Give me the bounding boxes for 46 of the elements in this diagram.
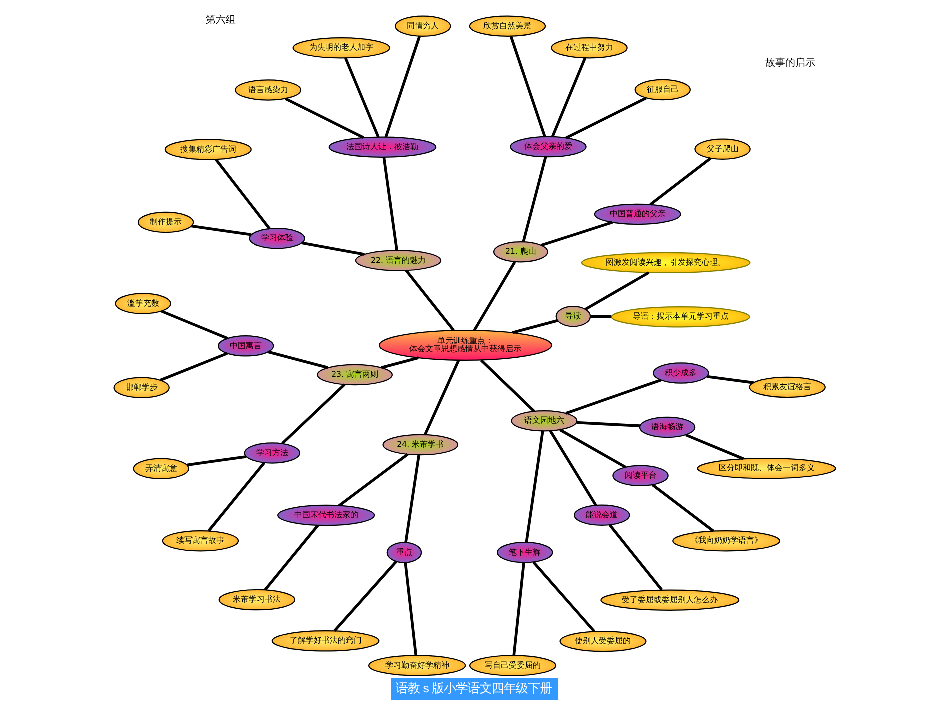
connector (566, 96, 648, 140)
connector (382, 157, 398, 251)
connector (268, 350, 328, 370)
connector (522, 156, 548, 242)
connector (576, 421, 640, 428)
connector (525, 431, 544, 543)
connector (510, 36, 546, 138)
connector (381, 356, 419, 370)
connector (208, 462, 266, 532)
connector (549, 430, 598, 506)
connector (215, 158, 271, 230)
connector (338, 453, 409, 507)
connector (302, 242, 365, 256)
connector (264, 524, 320, 591)
connector (541, 221, 613, 247)
connector (473, 261, 516, 332)
connector (532, 561, 596, 633)
connector (284, 98, 364, 140)
connector (160, 352, 228, 382)
connector (590, 315, 612, 318)
connector (559, 428, 627, 469)
connector (424, 360, 460, 436)
connector (608, 524, 664, 592)
connector (685, 434, 744, 460)
connector (480, 359, 536, 412)
connector (344, 58, 380, 138)
connector (706, 375, 754, 384)
connector (512, 562, 526, 656)
connector (282, 384, 346, 445)
connector (650, 157, 712, 206)
label: 故事的启示 (765, 58, 816, 69)
connector (384, 36, 422, 138)
connector (585, 272, 650, 311)
connector (334, 560, 398, 632)
connector (512, 319, 558, 334)
connector (186, 455, 247, 467)
caption: 语教ｓ版小学语文四年级下册 (396, 681, 552, 696)
connector (405, 270, 455, 332)
label: 第六组 (206, 14, 236, 26)
connector (551, 58, 587, 138)
connector (652, 484, 714, 532)
connector (404, 454, 420, 543)
connector (566, 378, 662, 415)
connector (192, 224, 252, 236)
connector (404, 562, 418, 656)
connector (161, 310, 228, 340)
